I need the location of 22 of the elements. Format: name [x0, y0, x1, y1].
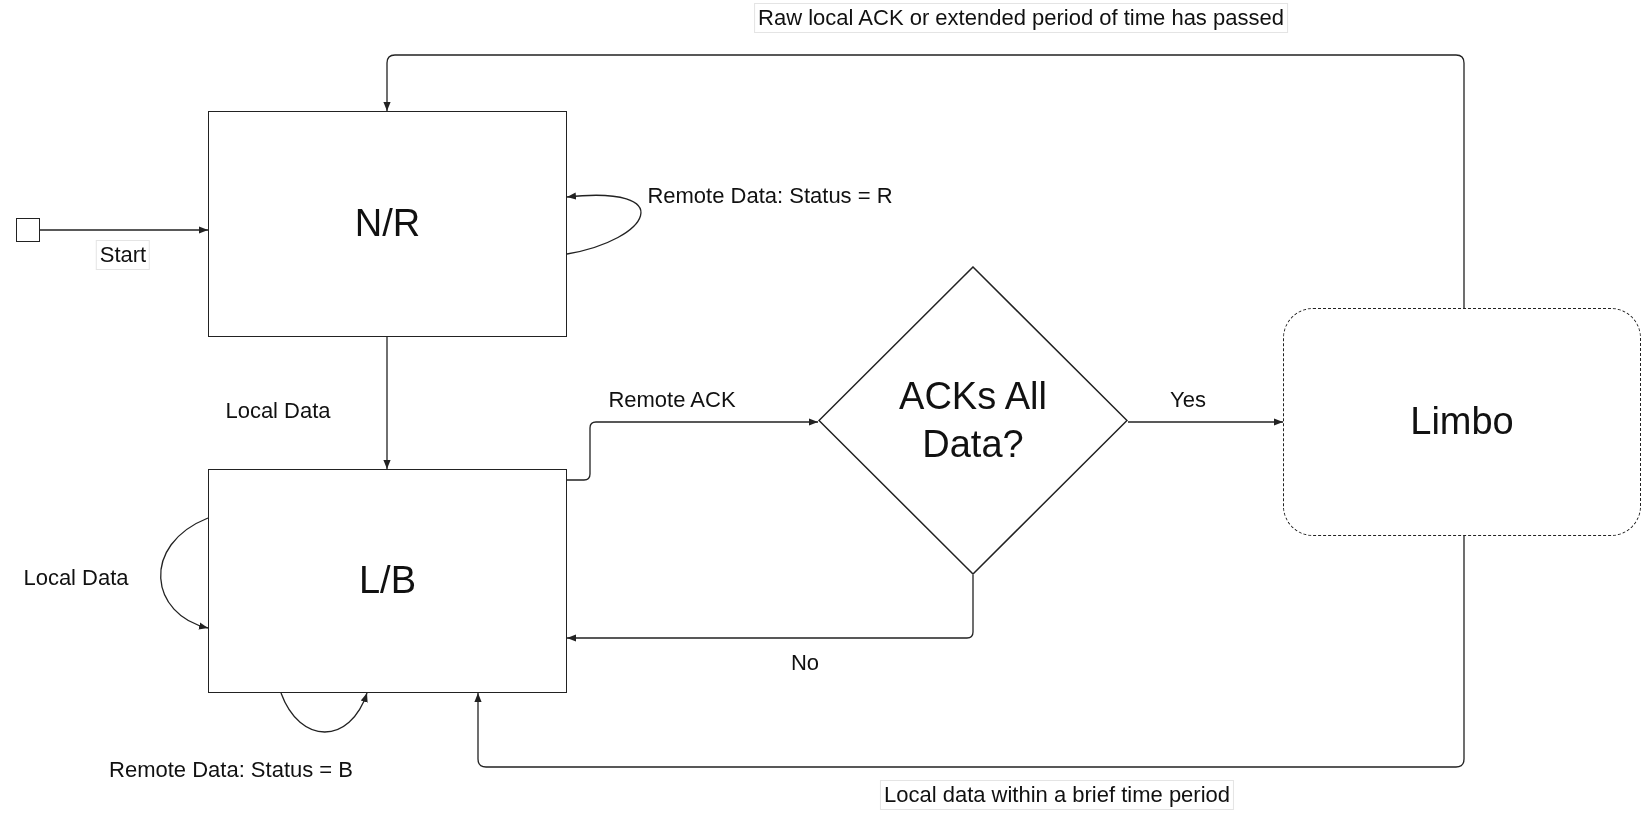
decision-diamond — [818, 266, 1128, 575]
state-label: ACKs All Data? — [898, 374, 1048, 467]
arrow — [566, 418, 819, 481]
state-box — [1283, 308, 1641, 536]
arrow — [566, 574, 974, 642]
start-box — [16, 218, 40, 242]
arrow — [39, 226, 209, 234]
arrow — [566, 192, 642, 255]
state-box — [208, 111, 567, 337]
edge-label: Raw local ACK or extended period of time has passed — [754, 3, 1288, 33]
state-label: N/R — [354, 201, 421, 247]
state-label: L/B — [358, 558, 416, 604]
edge-label: Local data within a brief time period — [879, 780, 1235, 810]
arrow — [383, 336, 391, 470]
arrow — [1127, 418, 1284, 426]
arrow — [383, 54, 1465, 309]
arrow — [474, 535, 1465, 768]
state-label: Limbo — [1410, 399, 1514, 445]
state-box — [208, 469, 567, 693]
arrow — [280, 692, 368, 733]
edge-label: Start — [95, 240, 151, 270]
arrow — [160, 517, 209, 629]
